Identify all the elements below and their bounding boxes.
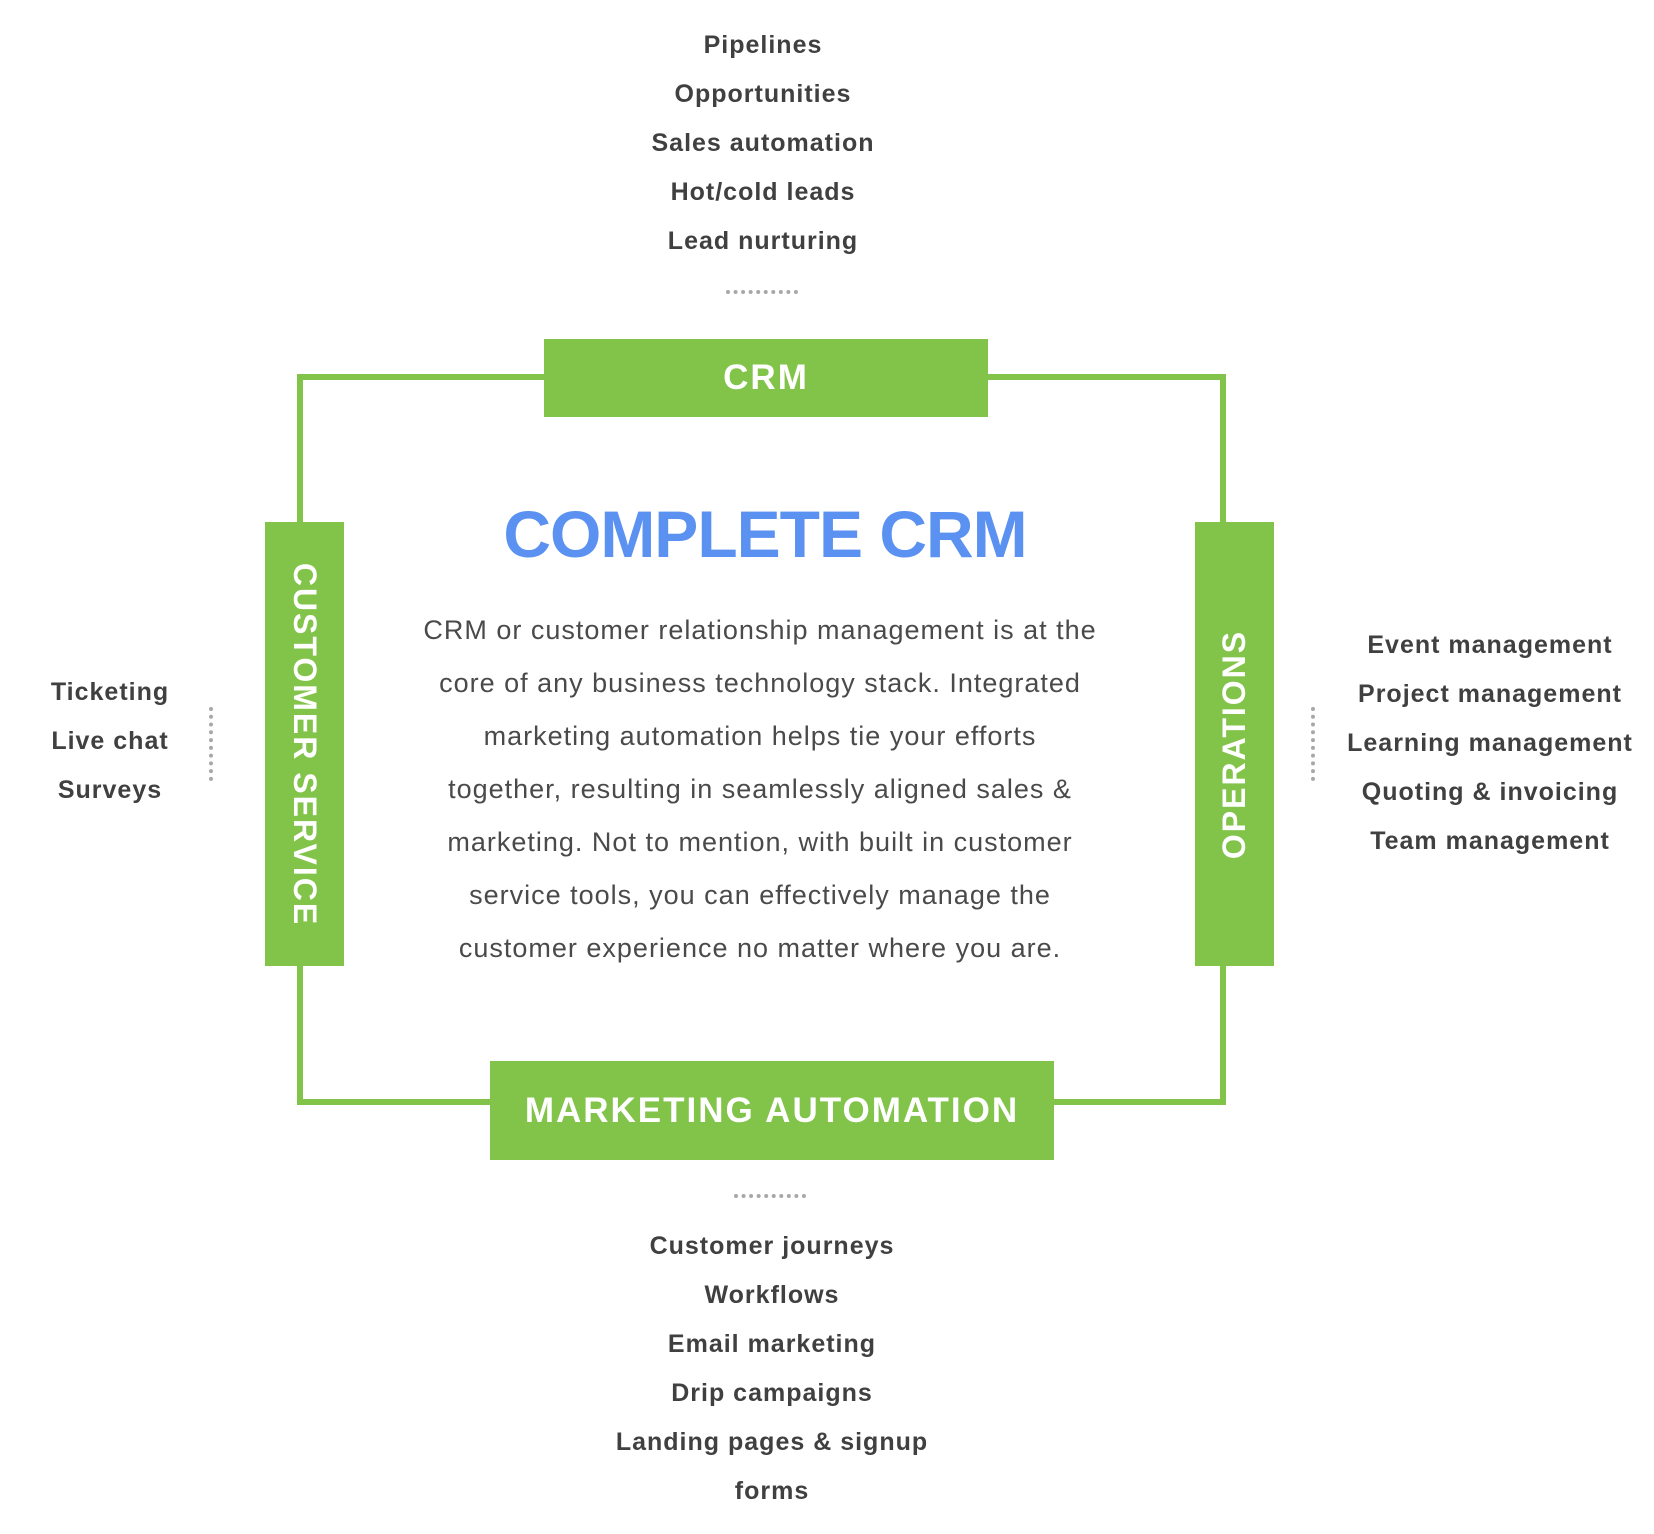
list-item: Team management bbox=[1370, 827, 1610, 855]
list-item: Learning management bbox=[1347, 729, 1633, 757]
dotted-connector-left bbox=[209, 707, 213, 781]
list-item: Opportunities bbox=[674, 80, 852, 108]
dotted-connector-bottom bbox=[734, 1194, 806, 1198]
list-item: Drip campaigns bbox=[671, 1379, 873, 1407]
description-line: service tools, you can effectively manag… bbox=[469, 880, 1051, 910]
list-item: Landing pages & signup bbox=[615, 1428, 929, 1456]
marketing-automation-tag-label: MARKETING AUTOMATION bbox=[524, 1090, 1020, 1130]
list-item: Lead nurturing bbox=[667, 227, 859, 255]
crm-tag: CRM bbox=[544, 339, 988, 417]
list-item: forms bbox=[734, 1477, 810, 1505]
description-line: marketing. Not to mention, with built in… bbox=[447, 827, 1073, 857]
description-line: marketing automation helps tie your effo… bbox=[483, 721, 1037, 751]
list-item: Project management bbox=[1358, 680, 1622, 708]
list-item: Surveys bbox=[57, 776, 163, 804]
operations-feature-list: Event management Project management Lear… bbox=[1330, 621, 1650, 866]
marketing-automation-tag: MARKETING AUTOMATION bbox=[490, 1061, 1054, 1160]
description-line: core of any business technology stack. I… bbox=[439, 668, 1081, 698]
list-item: Customer journeys bbox=[649, 1232, 895, 1260]
list-item: Pipelines bbox=[703, 31, 823, 59]
crm-feature-list: Pipelines Opportunities Sales automation… bbox=[603, 21, 923, 266]
marketing-automation-feature-list: Customer journeys Workflows Email market… bbox=[572, 1222, 972, 1516]
description-line: CRM or customer relationship management … bbox=[423, 615, 1097, 645]
description-paragraph: CRM or customer relationship management … bbox=[390, 604, 1130, 975]
crm-tag-label: CRM bbox=[723, 358, 809, 397]
operations-tag: OPERATIONS bbox=[1195, 522, 1274, 966]
dotted-connector-right bbox=[1311, 707, 1315, 781]
customer-service-tag: CUSTOMER SERVICE bbox=[265, 522, 344, 966]
list-item: Workflows bbox=[704, 1281, 840, 1309]
list-item: Quoting & invoicing bbox=[1361, 778, 1619, 806]
list-item: Event management bbox=[1367, 631, 1613, 659]
list-item: Email marketing bbox=[667, 1330, 877, 1358]
page-title: COMPLETE CRM bbox=[503, 497, 1027, 571]
customer-service-tag-label: CUSTOMER SERVICE bbox=[287, 562, 324, 926]
dotted-connector-top bbox=[726, 290, 798, 294]
list-item: Hot/cold leads bbox=[670, 178, 856, 206]
list-item: Ticketing bbox=[50, 678, 170, 706]
description-line: together, resulting in seamlessly aligne… bbox=[448, 774, 1072, 804]
description-line: customer experience no matter where you … bbox=[458, 933, 1062, 963]
customer-service-feature-list: Ticketing Live chat Surveys bbox=[20, 668, 200, 815]
list-item: Live chat bbox=[51, 727, 169, 755]
operations-tag-label: OPERATIONS bbox=[1216, 629, 1253, 859]
list-item: Sales automation bbox=[651, 129, 875, 157]
